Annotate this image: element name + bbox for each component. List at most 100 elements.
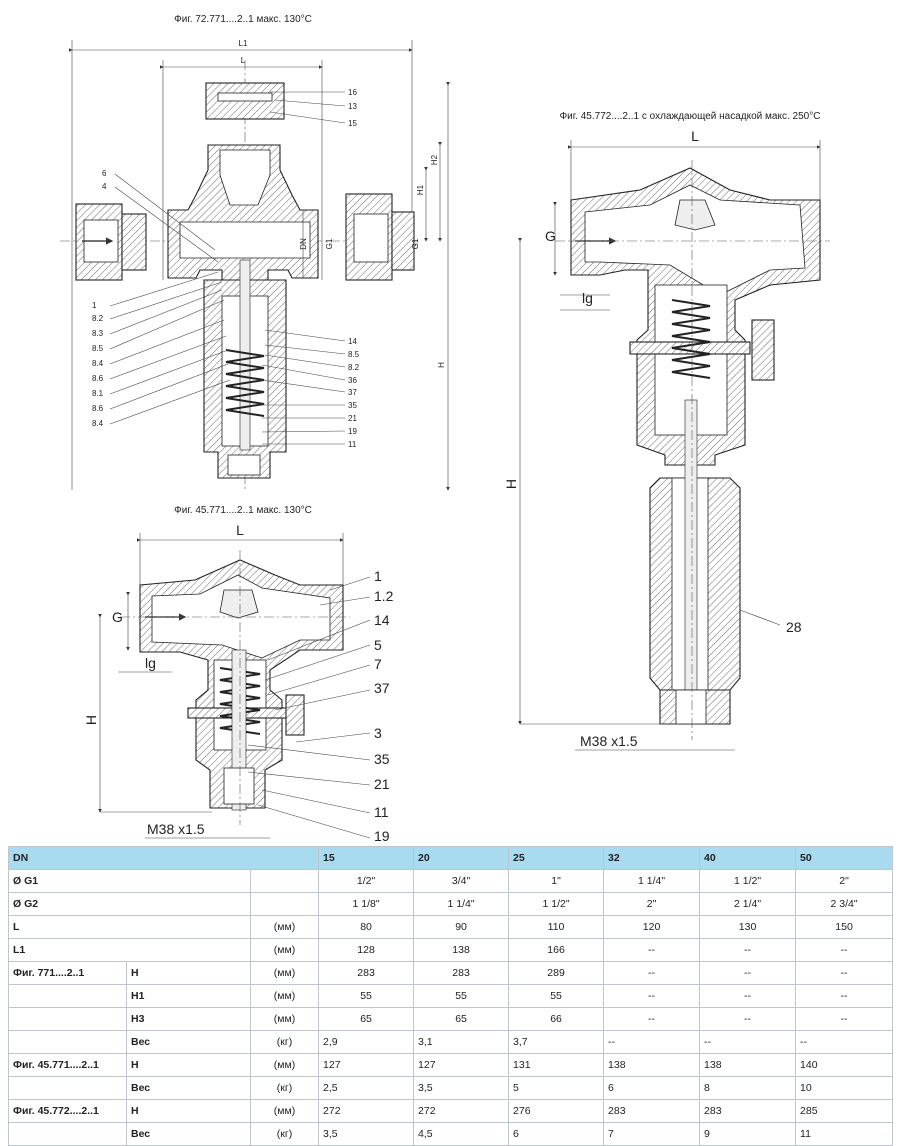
table-header-dn: 32 [603, 846, 701, 870]
table-cell: 283 [318, 961, 415, 985]
table-cell: 272 [413, 1099, 510, 1123]
callout: 37 [348, 388, 357, 397]
fig3-dim-L: L [236, 522, 244, 538]
table-cell: -- [603, 961, 701, 985]
row-unit: (мм) [249, 938, 320, 962]
figure-45-771: Фиг. 45.771....2..1 макс. 130°C L G lg H… [83, 505, 394, 844]
table-cell: 128 [318, 938, 415, 962]
table-cell: -- [795, 961, 894, 985]
table-cell: 138 [603, 1053, 701, 1077]
fig1-dim-H2: H2 [430, 154, 439, 165]
callout: 1 [374, 568, 382, 584]
table-cell: 110 [508, 915, 605, 939]
table-cell: 130 [699, 915, 797, 939]
row-unit: (мм) [249, 984, 320, 1008]
row-group [8, 1122, 127, 1146]
callout: 4 [102, 182, 107, 191]
fig1-dim-H: H [437, 362, 446, 368]
fig2-dim-lg: lg [582, 290, 593, 306]
callout: 11 [374, 804, 389, 820]
table-cell: 80 [318, 915, 415, 939]
table-cell: 3,5 [318, 1122, 415, 1146]
table-cell: 1/2" [318, 869, 415, 893]
table-cell: 8 [699, 1076, 797, 1100]
fig2-title: Фиг. 45.772....2..1 с охлаждающей насадк… [560, 111, 821, 122]
callout: 8.6 [92, 404, 104, 413]
table-cell: 1 1/2" [508, 892, 605, 916]
table-header-dn: 15 [318, 846, 415, 870]
table-cell: 150 [795, 915, 894, 939]
callout: 6 [102, 169, 107, 178]
fig3-thread: M38 x1.5 [147, 821, 205, 837]
fig1-callouts-right: 16 13 15 14 8.5 8.2 36 37 35 21 19 11 [348, 88, 360, 449]
row-unit: (мм) [249, 915, 320, 939]
callout: 14 [348, 337, 357, 346]
table-cell: 11 [795, 1122, 894, 1146]
row-unit: (мм) [249, 961, 320, 985]
table-cell: 272 [318, 1099, 415, 1123]
callout: 14 [374, 612, 390, 628]
table-cell: 289 [508, 961, 605, 985]
callout: 8.4 [92, 359, 104, 368]
table-cell: 127 [413, 1053, 510, 1077]
callout: 13 [348, 102, 357, 111]
callout: 16 [348, 88, 357, 97]
table-cell: 166 [508, 938, 605, 962]
callout: 8.4 [92, 419, 104, 428]
fig1-callouts-left: 6 4 1 8.2 8.3 8.5 8.4 8.6 8.1 8.6 8.4 [92, 169, 107, 428]
fig2-dim-L: L [691, 128, 699, 144]
table-cell: 2,5 [318, 1076, 415, 1100]
table-cell: 3,1 [413, 1030, 510, 1054]
row-group [8, 984, 127, 1008]
table-cell: 90 [413, 915, 510, 939]
row-group: Фиг. 45.771....2..1 [8, 1053, 127, 1077]
fig2-dim-H: H [503, 479, 519, 489]
fig1-dim-G1a: G1 [325, 238, 334, 249]
fig3-callouts: 1 1.2 14 5 7 37 3 35 21 11 19 [374, 568, 394, 844]
table-cell: 2" [795, 869, 894, 893]
row-label: H [126, 1099, 251, 1123]
table-header-dn: 50 [795, 846, 894, 870]
row-label: H3 [126, 1007, 251, 1031]
table-cell: 140 [795, 1053, 894, 1077]
table-cell: 65 [318, 1007, 415, 1031]
table-cell: 55 [413, 984, 510, 1008]
callout: 15 [348, 119, 357, 128]
row-unit: (кг) [249, 1076, 320, 1100]
table-cell: 1 1/4" [413, 892, 510, 916]
table-cell: 1" [508, 869, 605, 893]
table-cell: 2 3/4" [795, 892, 894, 916]
callout: 19 [374, 828, 390, 844]
callout: 19 [348, 427, 357, 436]
table-cell: -- [795, 1007, 894, 1031]
table-cell: 6 [508, 1122, 605, 1146]
row-unit: (кг) [249, 1122, 320, 1146]
table-cell: 127 [318, 1053, 415, 1077]
table-cell: 7 [603, 1122, 701, 1146]
table-cell: 283 [699, 1099, 797, 1123]
callout: 21 [348, 414, 357, 423]
fig3-title: Фиг. 45.771....2..1 макс. 130°C [174, 505, 312, 516]
figure-72-771: Фиг. 72.771....2..1 макс. 130°C L1 L [60, 14, 450, 491]
callout: 8.3 [92, 329, 104, 338]
table-cell: 65 [413, 1007, 510, 1031]
row-label: Вес [126, 1030, 251, 1054]
table-cell: -- [699, 984, 797, 1008]
row-unit [249, 892, 320, 916]
table-cell: 2,9 [318, 1030, 415, 1054]
row-group: Фиг. 45.772....2..1 [8, 1099, 127, 1123]
callout: 35 [374, 751, 390, 767]
table-cell: 66 [508, 1007, 605, 1031]
table-cell: 2" [603, 892, 701, 916]
table-cell: 131 [508, 1053, 605, 1077]
row-unit: (мм) [249, 1053, 320, 1077]
table-cell: -- [795, 1030, 894, 1054]
